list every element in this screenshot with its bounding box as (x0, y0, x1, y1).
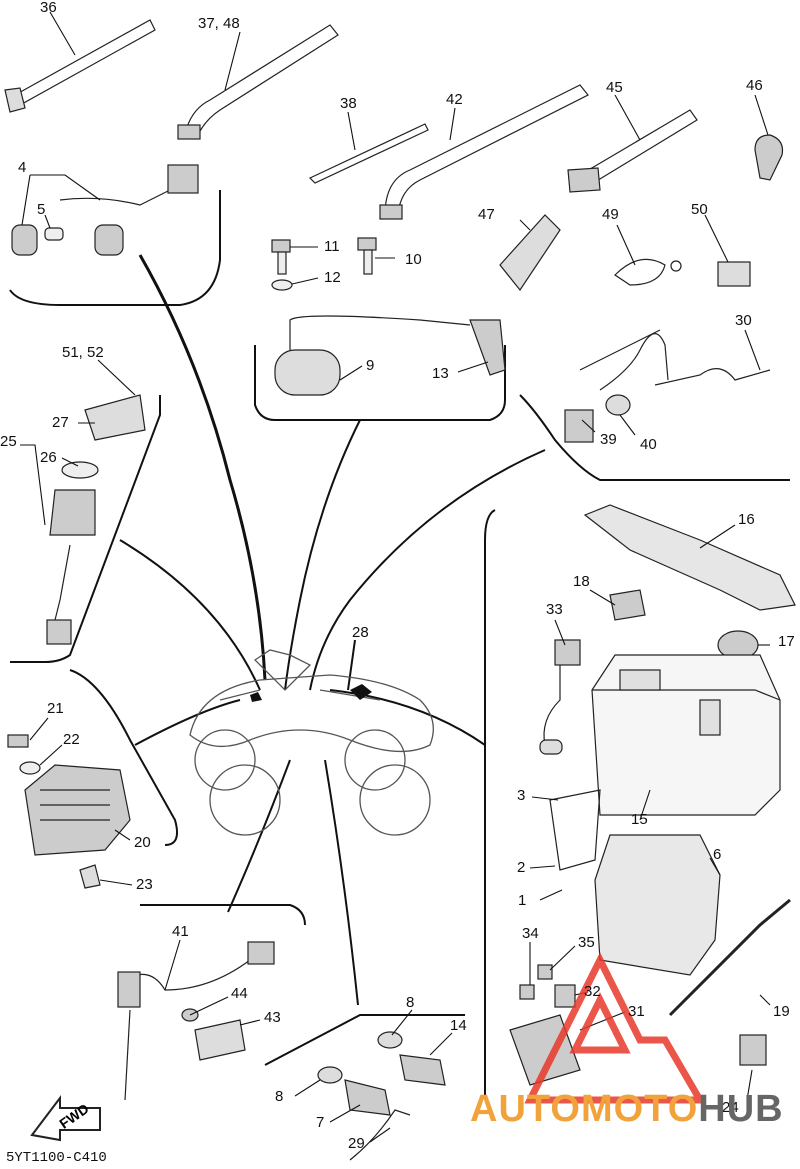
callout-46: 46 (746, 77, 763, 94)
bracket-regulator (69, 669, 178, 846)
callout-3: 3 (517, 787, 526, 804)
callout-40: 40 (640, 436, 657, 453)
callout-18: 18 (573, 573, 590, 590)
callout-37-48: 37, 48 (198, 15, 240, 32)
callout-51-52: 51, 52 (62, 344, 104, 361)
callout-30: 30 (735, 312, 752, 329)
callout-39: 39 (600, 431, 617, 448)
diagram-code: 5YT1100-C410 (6, 1150, 107, 1166)
callout-34: 34 (522, 925, 539, 942)
callout-33: 33 (546, 601, 563, 618)
callout-43: 43 (264, 1009, 281, 1026)
callout-44: 44 (231, 985, 248, 1002)
callout-35: 35 (578, 934, 595, 951)
atv-silhouette (189, 649, 434, 836)
callout-45: 45 (606, 79, 623, 96)
callout-4: 4 (18, 159, 27, 176)
bracket-battery (484, 509, 496, 1100)
callout-1: 1 (518, 892, 527, 909)
callout-24: 24 (722, 1099, 739, 1116)
callout-7: 7 (316, 1114, 325, 1131)
watermark-logo (524, 952, 707, 1104)
callout-6: 6 (713, 846, 722, 863)
callout-38: 38 (340, 95, 357, 112)
callout-14: 14 (450, 1017, 467, 1034)
callout-9: 9 (366, 357, 375, 374)
bracket-switch (10, 395, 161, 663)
callout-13: 13 (432, 365, 449, 382)
callout-5: 5 (37, 201, 46, 218)
callout-28: 28 (352, 624, 369, 641)
callout-36: 36 (40, 0, 57, 16)
bracket-neutral (140, 904, 306, 926)
bracket-ignition (254, 345, 506, 421)
callout-20: 20 (134, 834, 151, 851)
callout-8-lower: 8 (275, 1088, 284, 1105)
callout-23: 23 (136, 876, 153, 893)
watermark-part2: HUB (698, 1088, 784, 1130)
callout-17: 17 (778, 633, 795, 650)
bracket-right-top (519, 394, 790, 481)
callout-8-upper: 8 (406, 994, 415, 1011)
callout-19: 19 (773, 1003, 790, 1020)
callout-31: 31 (628, 1003, 645, 1020)
callout-41: 41 (172, 923, 189, 940)
callout-49: 49 (602, 206, 619, 223)
callout-22: 22 (63, 731, 80, 748)
watermark-text: AUTOMOTOHUB (470, 1088, 784, 1131)
callout-32: 32 (584, 983, 601, 1000)
callout-29: 29 (348, 1135, 365, 1152)
callout-25: 25 (0, 433, 17, 450)
callout-42: 42 (446, 91, 463, 108)
callout-2: 2 (517, 859, 526, 876)
callout-47: 47 (478, 206, 495, 223)
callout-12: 12 (324, 269, 341, 286)
bracket-top-left (9, 190, 221, 306)
callout-16: 16 (738, 511, 755, 528)
callout-11: 11 (324, 238, 340, 255)
callout-50: 50 (691, 201, 708, 218)
callout-15: 15 (631, 811, 648, 828)
callout-26: 26 (40, 449, 57, 466)
bracket-sensor (264, 1014, 465, 1066)
callout-10: 10 (405, 251, 422, 268)
watermark-part1: AUTOMOTO (470, 1088, 699, 1130)
callout-27: 27 (52, 414, 69, 431)
callout-21: 21 (47, 700, 64, 717)
